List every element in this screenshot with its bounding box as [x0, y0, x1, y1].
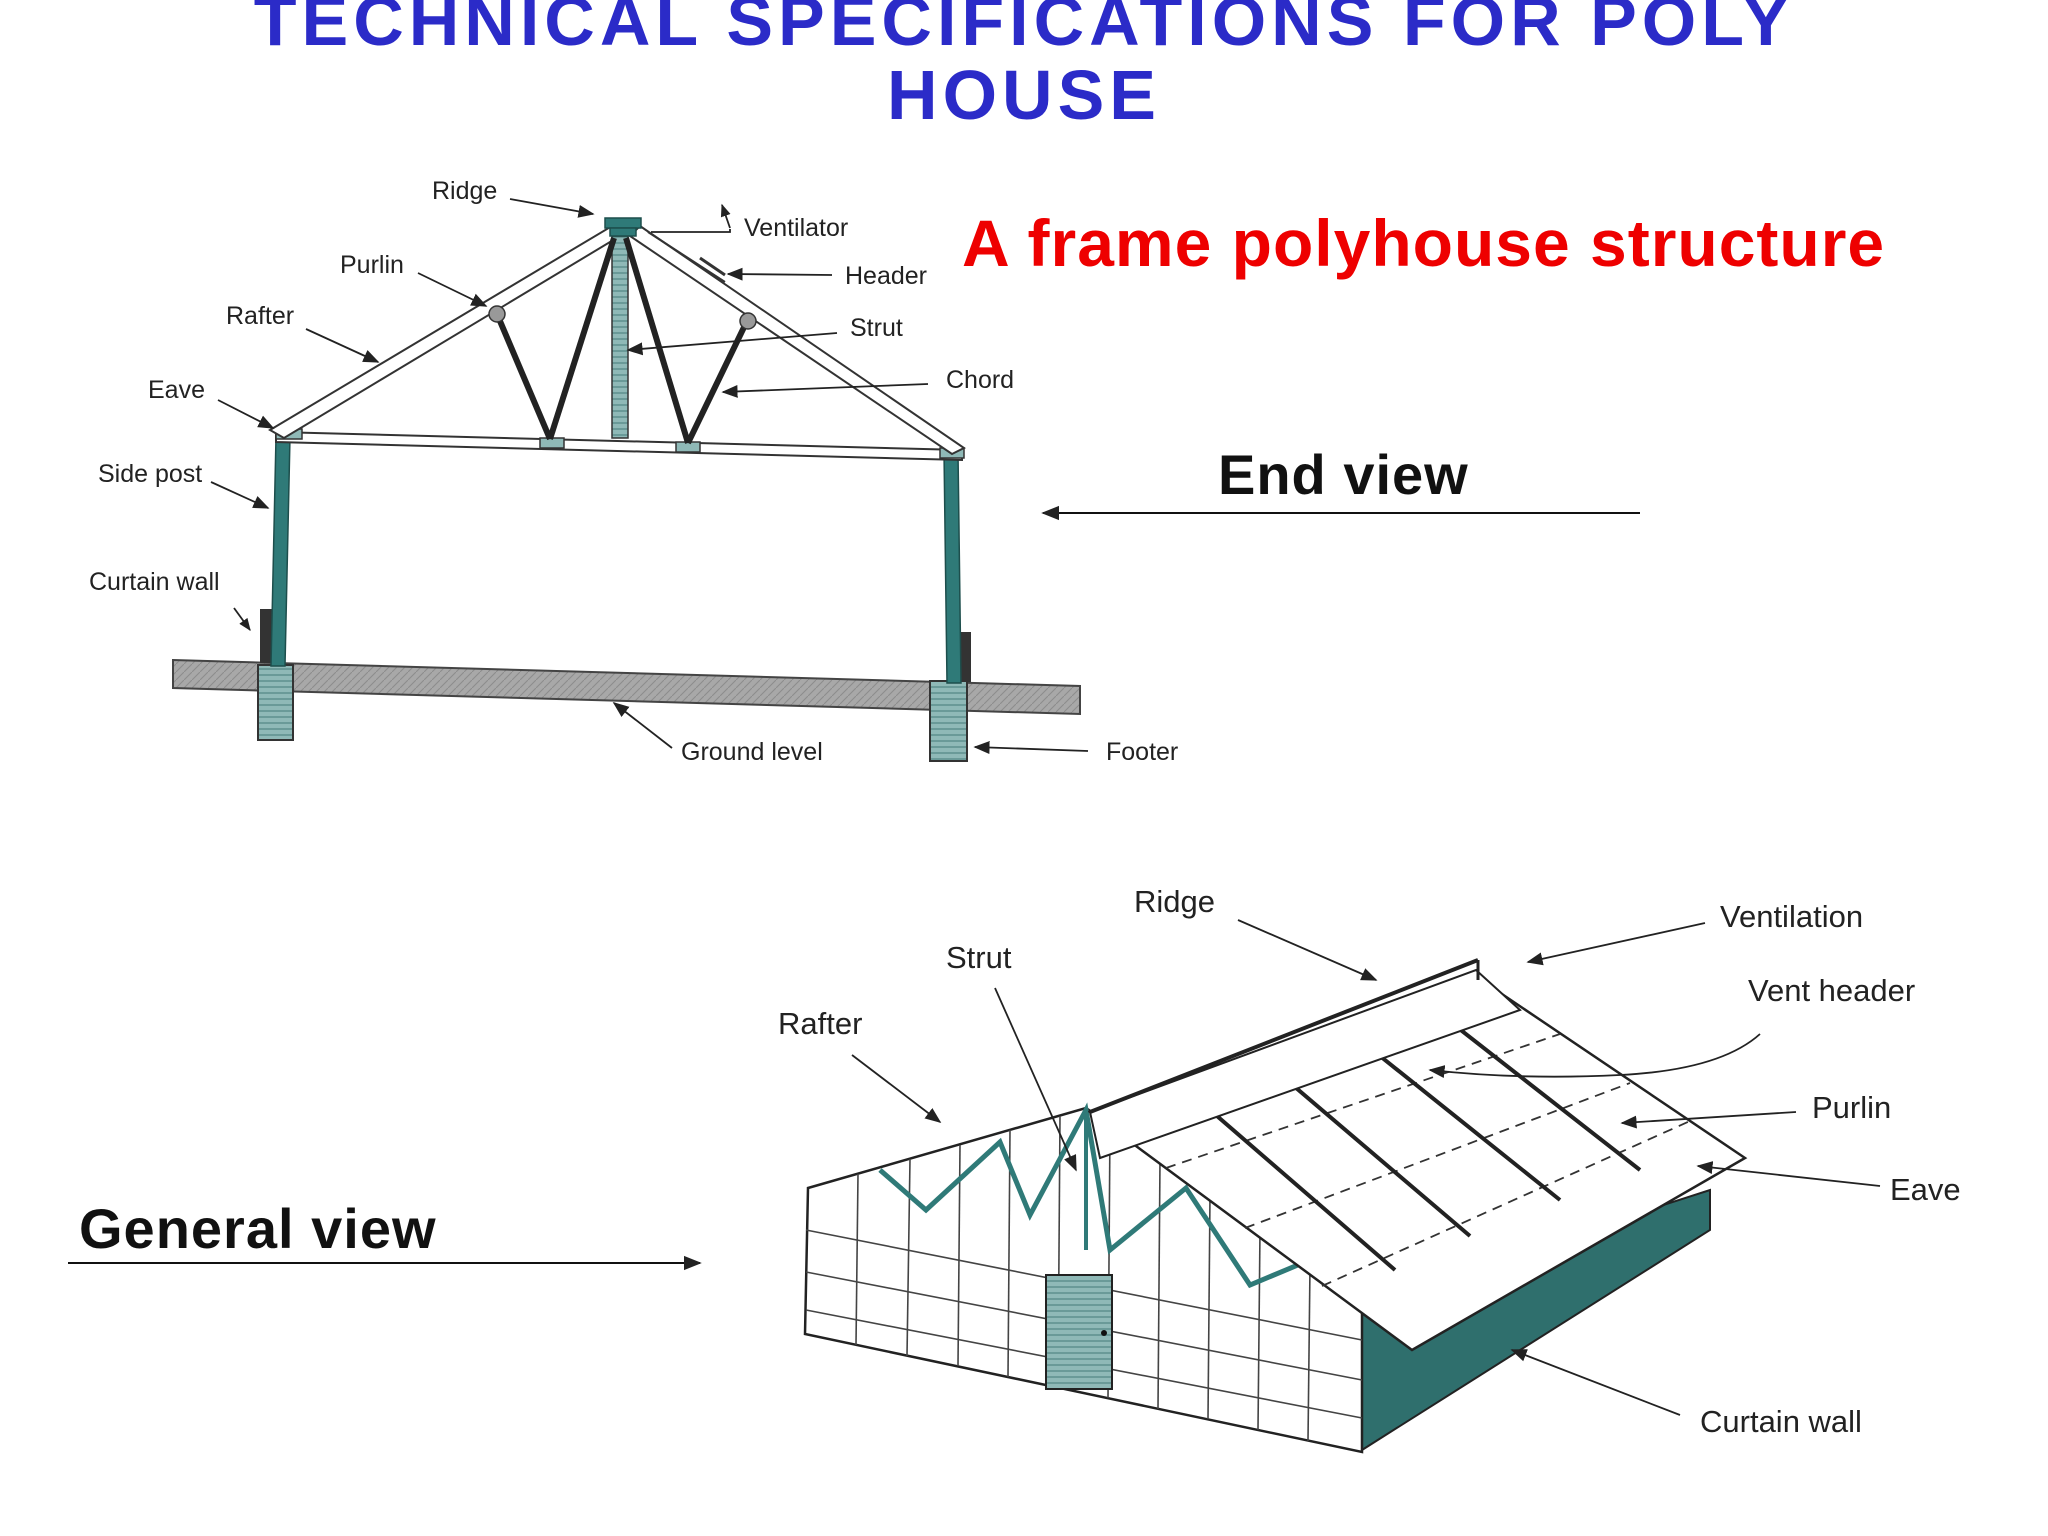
strut-3: [623, 237, 691, 444]
strut-1: [494, 312, 553, 441]
ventilator-arrow: [720, 203, 731, 229]
strut-2: [547, 237, 617, 440]
ventilation-flap: [1088, 968, 1522, 1160]
ground-level-leader: [612, 702, 673, 749]
label-ridge: Ridge: [432, 177, 497, 205]
ventilator-flap: [647, 231, 726, 283]
label-strut: Strut: [850, 314, 903, 342]
curtain-wall-right: [959, 632, 971, 682]
chord-leader: [721, 383, 929, 398]
label-footer: Footer: [1106, 738, 1178, 766]
header-leader: [726, 267, 833, 281]
footer-leader: [973, 741, 1089, 754]
rafter-left: [268, 224, 622, 440]
strut-plate-right: [675, 441, 701, 453]
label-curtain-wall: Curtain wall: [89, 568, 220, 596]
ridge-cap-2: [609, 227, 637, 237]
gv-ridge-leader: [1237, 919, 1378, 981]
door-knob: [1101, 1330, 1107, 1336]
ground-slab: [172, 658, 1081, 716]
purlin-right: [739, 312, 757, 330]
ridge-cap: [604, 217, 642, 229]
ridge-leader: [509, 198, 595, 218]
gv-curtain-wall-leader: [1510, 1349, 1681, 1416]
gv-label-strut: Strut: [946, 940, 1012, 975]
ridge-bar: [1089, 958, 1479, 1114]
rafter-leader: [305, 328, 380, 363]
gv-label-curtain-wall: Curtain wall: [1700, 1404, 1862, 1439]
purlin-leader: [417, 272, 488, 307]
center-post: [611, 235, 629, 439]
gv-label-vent-header: Vent header: [1748, 973, 1915, 1008]
label-rafter: Rafter: [226, 302, 294, 330]
gv-vent-header-leader: [1428, 1033, 1761, 1079]
side-post-left: [270, 436, 291, 667]
header-bar: [699, 256, 726, 277]
curtain-wall-left: [260, 609, 273, 663]
gv-label-ventilation: Ventilation: [1720, 899, 1863, 934]
gv-label-ridge: Ridge: [1134, 884, 1215, 919]
gv-purlin-leader: [1620, 1111, 1797, 1129]
gv-eave-leader: [1696, 1161, 1881, 1187]
slide-title-line-1: TECHNICAL SPECIFICATIONS FOR POLY: [253, 0, 1795, 60]
strut-4: [685, 319, 750, 445]
footer-left: [257, 664, 294, 741]
label-eave: Eave: [148, 376, 205, 404]
structure-heading: A frame polyhouse structure: [962, 206, 1886, 280]
label-chord: Chord: [946, 366, 1014, 394]
gv-label-eave: Eave: [1890, 1172, 1961, 1207]
gv-strut-leader: [994, 987, 1077, 1172]
gv-label-rafter: Rafter: [778, 1006, 862, 1041]
end-view-diagram: Ridge Ventilator Purlin Header Rafter St…: [89, 177, 1178, 766]
eave-leader: [217, 399, 275, 429]
curtain-wall-leader: [233, 607, 251, 632]
strut-leader: [626, 332, 838, 356]
purlin-left: [488, 305, 506, 323]
side-post-leader: [210, 481, 270, 509]
general-view-diagram: Ridge Ventilation Strut Vent header Raft…: [778, 884, 1961, 1454]
gv-ventilation-leader: [1526, 922, 1706, 966]
ventilator-leader: [651, 229, 731, 233]
general-view-caption: General view: [79, 1197, 437, 1260]
label-ventilator: Ventilator: [744, 214, 848, 242]
label-ground-level: Ground level: [681, 738, 823, 766]
gv-rafter-leader: [851, 1054, 942, 1123]
door: [1045, 1274, 1113, 1390]
side-post-right: [943, 451, 962, 684]
end-view-caption: End view: [1218, 443, 1469, 506]
label-purlin: Purlin: [340, 251, 404, 279]
label-side-post: Side post: [98, 460, 202, 488]
label-header: Header: [845, 262, 927, 290]
footer-right: [929, 680, 968, 762]
slide-title-line-2: HOUSE: [887, 56, 1161, 134]
gv-label-purlin: Purlin: [1812, 1090, 1891, 1125]
